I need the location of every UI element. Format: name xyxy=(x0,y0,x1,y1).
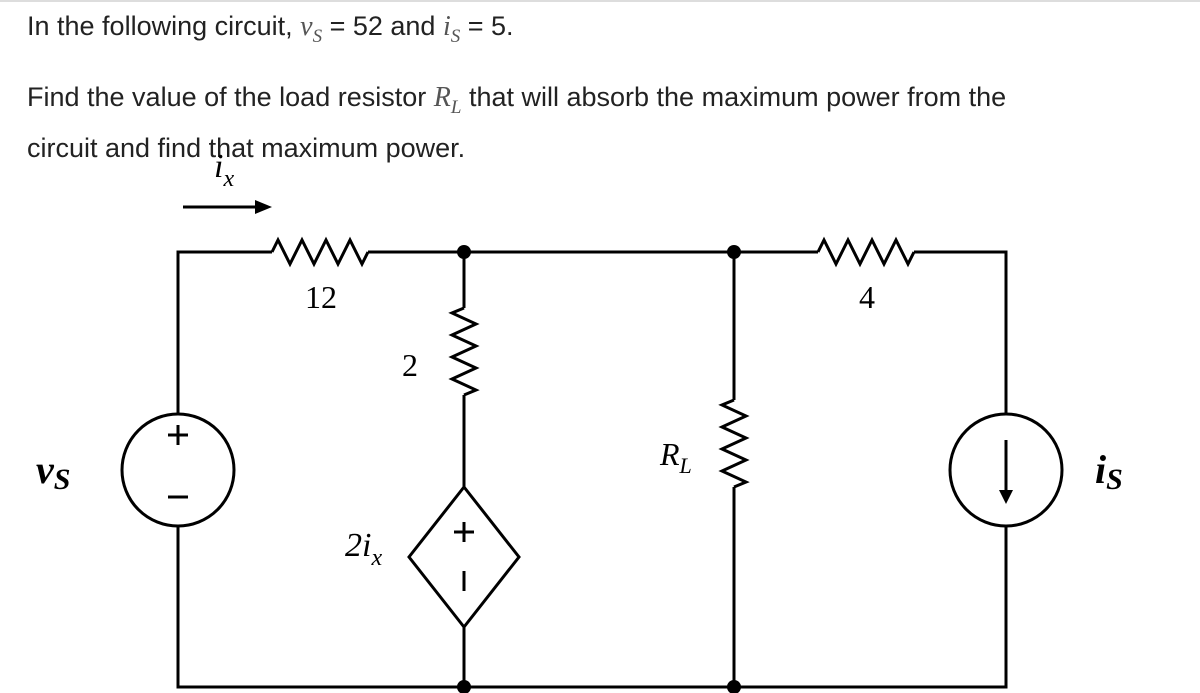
resistor-12 xyxy=(270,236,370,268)
junction-dot-bottom-middle xyxy=(457,680,471,693)
task-prefix: Find the value of the load resistor xyxy=(27,82,427,112)
r4-label: 4 xyxy=(859,279,875,315)
ix-arrow-head xyxy=(255,200,272,214)
problem-statement: In the following circuit, vS = 52 and iS… xyxy=(27,6,1177,168)
junction-dot-bottom-rl xyxy=(727,680,741,693)
ix-label: ix xyxy=(214,148,234,192)
vs-plus-mark xyxy=(168,425,188,445)
task-line-2: circuit and find that maximum power. xyxy=(27,128,1177,168)
dep-source-label: 2ix xyxy=(345,527,382,571)
wire-vs-bottom xyxy=(176,526,1008,689)
r12-label: 12 xyxy=(305,279,337,315)
rl-label: RL xyxy=(659,436,692,478)
task-suffix: that will absorb the maximum power from … xyxy=(468,82,1007,112)
task-line-2-text: circuit and find that maximum power. xyxy=(27,133,466,163)
junction-dot-top-rl xyxy=(727,245,741,259)
resistor-2 xyxy=(448,306,480,397)
vs-label: vS xyxy=(36,447,70,496)
is-label: iS xyxy=(1095,447,1123,496)
dependent-source-diamond xyxy=(407,484,521,630)
intro-text: In the following circuit, xyxy=(27,11,293,41)
given-values-line: In the following circuit, vS = 52 and iS… xyxy=(27,6,1177,57)
vs-symbol: vS xyxy=(300,11,323,47)
top-divider xyxy=(0,0,1200,2)
task-line-1: Find the value of the load resistor RL t… xyxy=(27,77,1177,128)
wire-top-left xyxy=(176,250,272,415)
vs-value-text: = 52 and xyxy=(329,11,436,41)
is-symbol: iS xyxy=(442,11,461,47)
junction-dot-top-middle xyxy=(457,245,471,259)
is-value-text: = 5. xyxy=(467,11,514,41)
rl-symbol: RL xyxy=(433,82,462,118)
r2-label: 2 xyxy=(402,347,418,383)
is-arrow-head xyxy=(999,490,1013,504)
dep-plus-mark xyxy=(454,522,474,542)
resistor-rl xyxy=(718,398,750,489)
resistor-4 xyxy=(816,236,916,268)
is-source-circle xyxy=(948,412,1064,528)
wire-top-right xyxy=(914,250,1008,415)
